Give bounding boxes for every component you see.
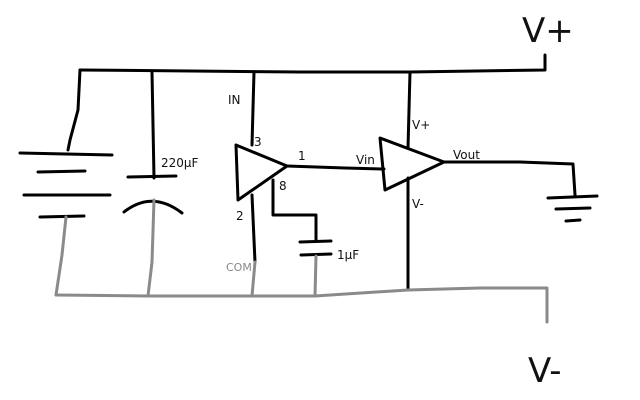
regulator-triangle bbox=[234, 143, 289, 202]
regulator-com-label: COM bbox=[226, 261, 252, 274]
negative-rail-wire bbox=[54, 286, 549, 324]
cap-large-top-plate bbox=[126, 174, 178, 179]
cap-large-top-lead bbox=[150, 70, 156, 180]
regulator-in-label: IN bbox=[228, 93, 241, 107]
amplifier-vminus-label: V- bbox=[412, 197, 424, 211]
amplifier-triangle bbox=[378, 136, 446, 192]
regulator-pin1-label: 1 bbox=[298, 149, 306, 163]
regulator-output-wire bbox=[285, 164, 386, 171]
battery-bottom-lead bbox=[54, 215, 68, 297]
cap-small-bottom-lead bbox=[313, 254, 318, 298]
regulator-in-lead bbox=[250, 70, 256, 147]
ground-symbol bbox=[546, 194, 599, 223]
cap-small-label: 1µF bbox=[337, 248, 359, 262]
v-plus-label: V+ bbox=[522, 11, 574, 51]
regulator-pin2-label: 2 bbox=[236, 209, 244, 223]
cap-large-bottom-lead bbox=[146, 198, 156, 298]
pin8-wire bbox=[271, 178, 318, 242]
vin-label: Vin bbox=[356, 153, 375, 167]
positive-rail-wire bbox=[78, 53, 547, 74]
vout-wire bbox=[442, 160, 577, 197]
regulator-pin8-label: 8 bbox=[279, 179, 287, 193]
cap-small-bottom-plate bbox=[299, 252, 333, 257]
regulator-com-lead-gray bbox=[250, 260, 257, 298]
cap-large-label: 220µF bbox=[161, 156, 199, 170]
regulator-pin3-label: 3 bbox=[254, 135, 262, 149]
amplifier-vplus-lead bbox=[406, 70, 412, 150]
vout-label: Vout bbox=[453, 148, 480, 162]
battery-symbol bbox=[18, 151, 114, 219]
cap-small-top-plate bbox=[298, 239, 333, 244]
regulator-com-lead bbox=[250, 193, 257, 264]
v-minus-label: V- bbox=[528, 351, 562, 391]
battery-top-lead bbox=[66, 68, 82, 152]
amplifier-vplus-label: V+ bbox=[412, 118, 430, 132]
